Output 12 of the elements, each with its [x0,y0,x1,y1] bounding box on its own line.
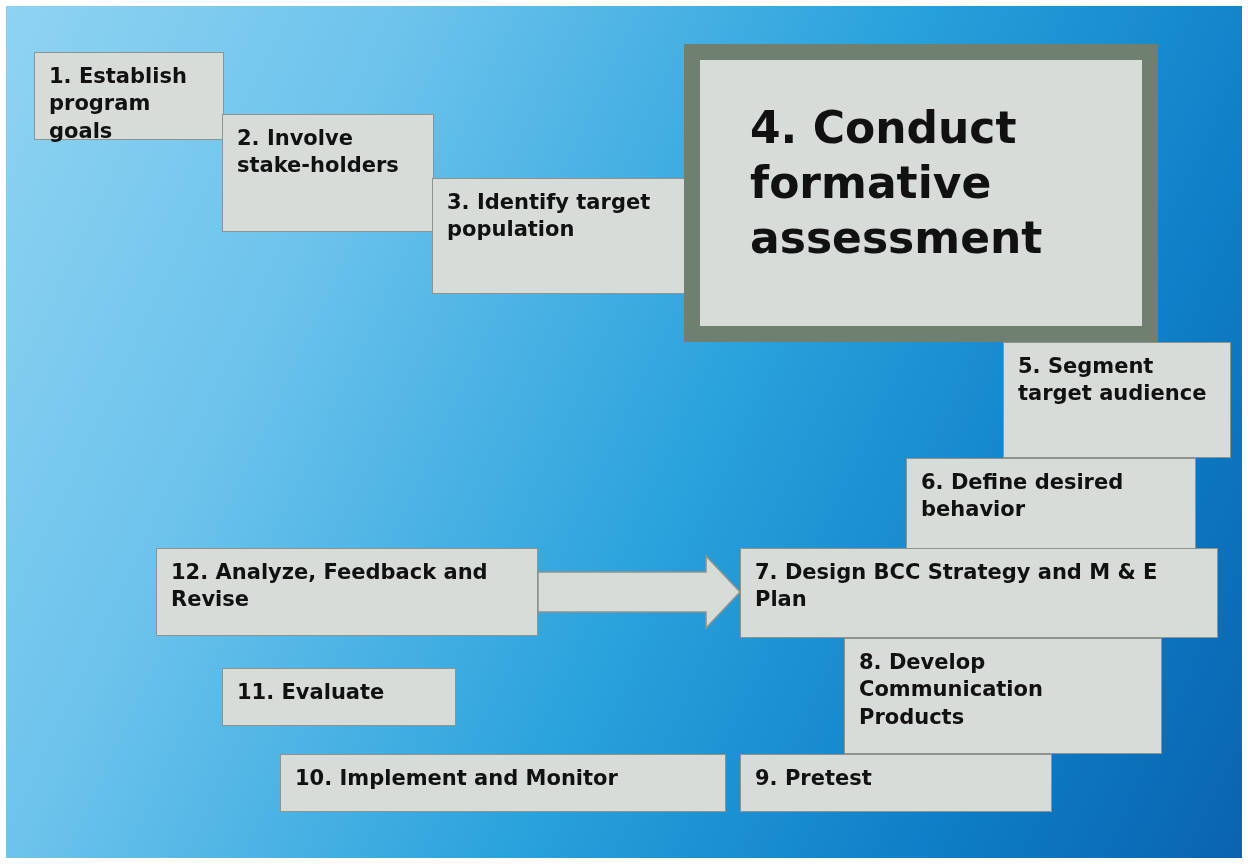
step-box: 12. Analyze, Feedback and Revise [156,548,538,636]
step-box: 9. Pretest [740,754,1052,812]
step-box: 11. Evaluate [222,668,456,726]
step-box: 2. Involve stake-holders [222,114,434,232]
step-box: 1. Establish program goals [34,52,224,140]
step-box: 10. Implement and Monitor [280,754,726,812]
step-box: 6. Define desired behavior [906,458,1196,550]
step-box: 4. Conduct formative assessment [684,44,1158,342]
step-box: 5. Segment target audience [1003,342,1231,458]
step-box: 8. Develop Communication Products [844,638,1162,754]
step-box: 7. Design BCC Strategy and M & E Plan [740,548,1218,638]
block-arrow [537,554,742,630]
